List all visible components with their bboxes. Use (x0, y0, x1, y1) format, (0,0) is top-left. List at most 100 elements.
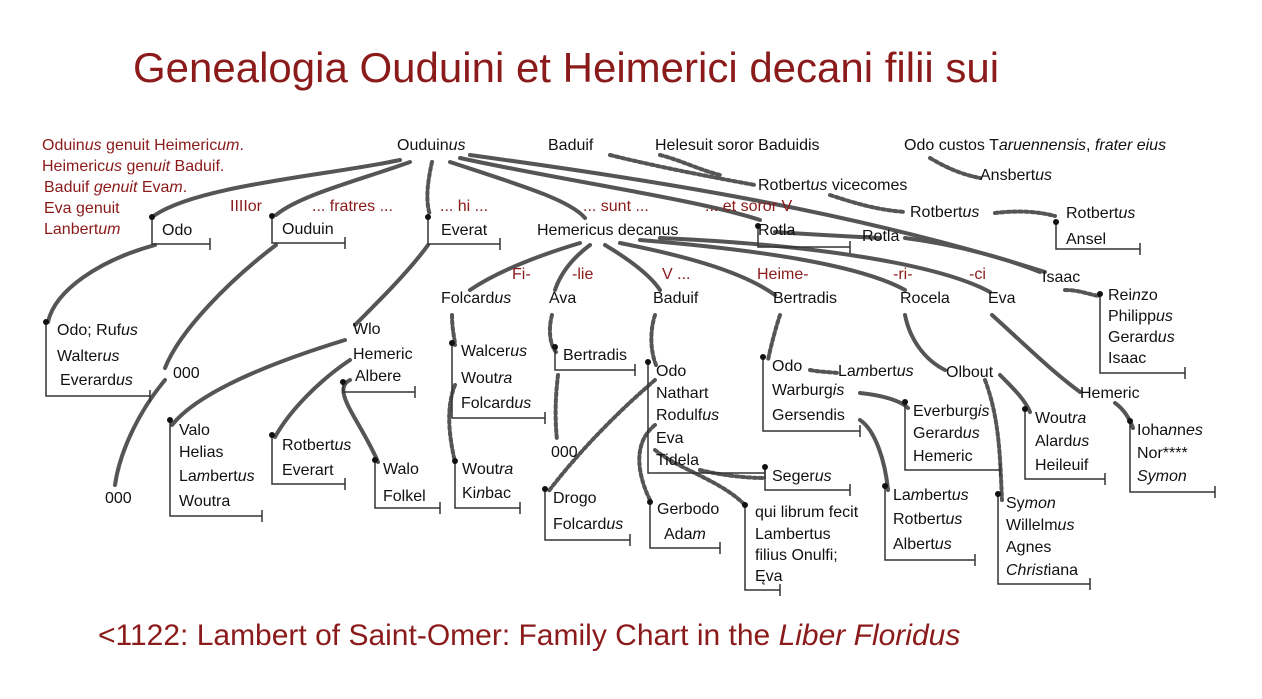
bracket-woutra2-dot (1022, 406, 1028, 412)
label-willelmus: Willelmus (1006, 517, 1075, 534)
label-lambertus-4: Lambertus (893, 487, 969, 504)
label-intro2: Heimericus genuit Baduif. (42, 158, 225, 175)
link-warburgis-everburgis (858, 391, 910, 410)
link-rotbertus-rotbertus3 (993, 209, 1057, 218)
link-hem-rocela (638, 238, 907, 292)
link-olbout-symon (983, 378, 1004, 502)
link-odo-lambertus (808, 368, 840, 375)
label-fratres: ... fratres ... (312, 198, 393, 215)
link-odo-odorufus (46, 243, 157, 324)
label-woutra-3: Woutra (179, 493, 231, 510)
label-everburgis: Everburgis (913, 403, 990, 420)
label-baduif-top: Baduif (548, 137, 594, 154)
label-baduif-2: Baduif (653, 290, 699, 307)
label-helias: Helias (179, 444, 224, 461)
label-hemeric-2: Hemeric (913, 448, 973, 465)
label-hi: ... hi ... (440, 198, 489, 215)
label-everart: Everart (282, 462, 334, 479)
label-odo-3: Odo (772, 358, 803, 375)
label-symon-2: Symon (1006, 495, 1056, 512)
bracket-iohannes-dot (1127, 418, 1133, 424)
bracket-lambertus (884, 486, 976, 566)
link-gersendis-lambertus (858, 418, 890, 492)
label-woutra-2: Woutra (1035, 410, 1087, 427)
label-kinbac: Kinbac (462, 485, 511, 502)
label-odo-rufus: Odo; Rufus (57, 322, 138, 339)
bracket-segerus-dot (762, 464, 768, 470)
label-heileuif: Heileuif (1035, 457, 1089, 474)
label-woutra-1: Woutra (461, 370, 513, 387)
label-wlo: Wlo (353, 321, 381, 338)
label-isaac-2: Isaac (1108, 350, 1147, 367)
label-ouduinus: Ouduinus (397, 137, 466, 154)
bracket-drogo-dot (542, 486, 548, 492)
bracket-ouduin-dot (269, 213, 275, 219)
bracket-odo (151, 217, 211, 250)
bracket-walo (374, 460, 441, 514)
link-hemeric-iohannes (1113, 401, 1135, 430)
bracket-valo-dot (167, 417, 173, 423)
label-rotbertus-vicecomes: Rotbertus vicecomes (758, 177, 908, 194)
label-zero-2: 000 (551, 444, 578, 461)
link-tidela-segerus (698, 468, 767, 480)
label-reinzo: Reinzo (1108, 287, 1158, 304)
bracket-rotbertus-dot (269, 432, 275, 438)
bracket-odo3 (762, 357, 861, 437)
label-iohannes: Iohannes (1137, 422, 1203, 439)
label-rotbertus-5: Rotbertus (893, 511, 963, 528)
bracket-odo-dot (149, 214, 155, 220)
bracket-ouduin (271, 216, 346, 249)
label-odo-custos: Odo custos Taruennensis, frater eius (904, 137, 1167, 154)
label-woutra-4: Woutra (462, 461, 514, 478)
label-rodulfus: Rodulfus (656, 407, 720, 424)
link-hem-baduif (603, 243, 662, 292)
link-wlo-valo (170, 338, 347, 427)
bracket-gerbodo (649, 502, 721, 554)
label-segerus: Segerus (772, 468, 832, 485)
link-ouduinus-ouduin (274, 160, 412, 217)
bracket-bertradis (554, 347, 636, 376)
bracket-symon (997, 494, 1091, 590)
label-hemericus-decanus: Hemericus decanus (537, 222, 679, 239)
label-isaac-1: Isaac (1042, 269, 1081, 286)
label-rotla-2: Rotla (862, 228, 900, 245)
link-ouduinus-odo (153, 158, 402, 217)
label-rotbertus-3: Rotbertus (1066, 205, 1136, 222)
label-drogo: Drogo (553, 490, 597, 507)
label-zero-1: 000 (173, 365, 200, 382)
link-bertradis-odo (766, 313, 782, 362)
label-everat: Everat (441, 222, 488, 239)
label-hemeric-3: Hemeric (1080, 385, 1140, 402)
bracket-qui-dot (742, 502, 748, 508)
bracket-lambertus-dot (882, 483, 888, 489)
label-bertradis-2: Bertradis (563, 347, 628, 364)
link-000-000 (113, 378, 167, 487)
label-ri: -ri- (893, 266, 913, 283)
bracket-albere-dot (340, 379, 346, 385)
bracket-ansel-dot (1053, 219, 1059, 225)
label-heime: Heime- (757, 266, 809, 283)
label-eva-1: Eva (988, 290, 1016, 307)
link-bertradis-000 (553, 373, 560, 442)
link-hem-eva (658, 236, 992, 294)
label-rotbertus-4: Rotbertus (282, 437, 352, 454)
bracket-segerus (764, 467, 851, 496)
label-ci: -ci (969, 266, 986, 283)
label-warburgis: Warburgis (772, 382, 845, 399)
label-christiana: Christiana (1006, 562, 1079, 579)
link-ouduinus-everat (425, 160, 434, 217)
bracket-ansel (1055, 222, 1141, 255)
link-baduif-odo (649, 313, 658, 367)
link-odo-drogo (546, 378, 657, 494)
label-filius: filius Onulfi; (755, 547, 838, 564)
bracket-woutra2 (1024, 409, 1106, 485)
label-bertradis: Bertradis (773, 290, 838, 307)
bracket-reinzo (1099, 294, 1186, 379)
label-hemeric-1: Hemeric (353, 346, 413, 363)
bracket-rotla-dot (755, 223, 761, 229)
link-tidela-qui (653, 448, 747, 507)
bracket-albere (342, 382, 416, 398)
label-ouduin: Ouduin (282, 221, 334, 238)
link-albere-walo (341, 378, 380, 464)
